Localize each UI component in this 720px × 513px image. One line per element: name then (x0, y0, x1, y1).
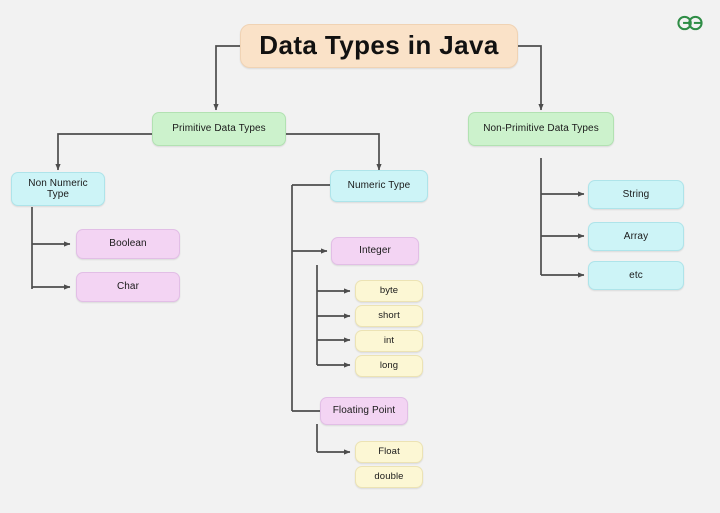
node-float: Float (355, 441, 423, 463)
node-floating-point: Floating Point (320, 397, 408, 425)
node-byte: byte (355, 280, 423, 302)
node-title: Data Types in Java (240, 24, 518, 68)
node-integer: Integer (331, 237, 419, 265)
geeksforgeeks-logo (677, 15, 703, 31)
node-char: Char (76, 272, 180, 302)
node-double: double (355, 466, 423, 488)
node-primitive-data-types: Primitive Data Types (152, 112, 286, 146)
node-int: int (355, 330, 423, 352)
edge-primitive-numeric (286, 133, 382, 171)
edge-primitive-nonnumeric (55, 133, 152, 171)
node-boolean: Boolean (76, 229, 180, 259)
node-etc: etc (588, 261, 684, 290)
node-non-primitive-data-types: Non-Primitive Data Types (468, 112, 614, 146)
node-numeric-type: Numeric Type (330, 170, 428, 202)
node-string: String (588, 180, 684, 209)
node-non-numeric-type: Non Numeric Type (11, 172, 105, 206)
node-array: Array (588, 222, 684, 251)
node-short: short (355, 305, 423, 327)
node-long: long (355, 355, 423, 377)
edge-title-primitive (213, 45, 240, 111)
edge-title-nonprimitive (518, 45, 544, 111)
